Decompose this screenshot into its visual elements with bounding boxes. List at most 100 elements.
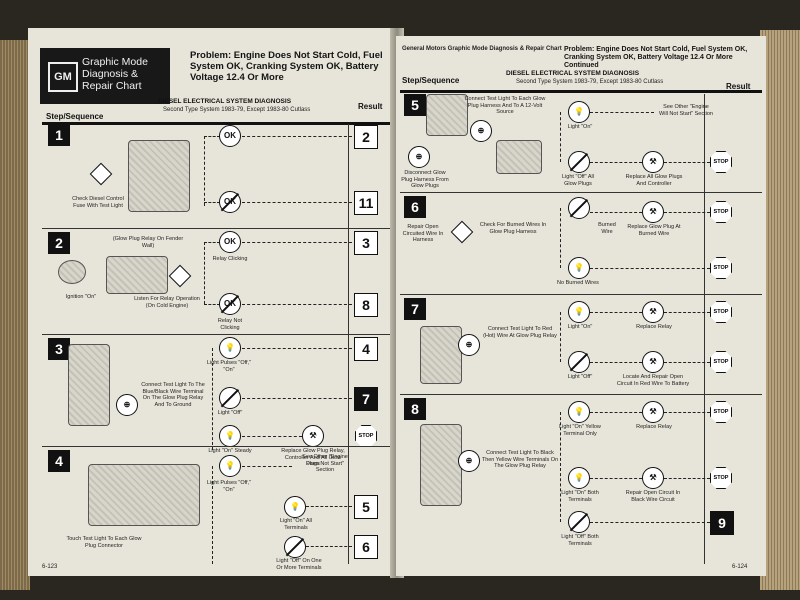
result-label: Light "On" Both Terminals [561, 490, 599, 503]
step-number: 5 [404, 94, 426, 116]
page-number: 6-123 [42, 564, 58, 570]
light-off-icon [219, 387, 241, 409]
col-step-heading: Step/Sequence [402, 76, 460, 85]
relay-illustration [420, 326, 462, 384]
result-line [242, 136, 352, 137]
check-diamond-icon [89, 162, 113, 186]
result-label: Repair Open Circuit In Black Wire Circui… [625, 490, 681, 503]
result-label: Replace Relay [636, 424, 672, 430]
result-label: Relay Clicking [212, 256, 248, 262]
col-step-heading: Step/Sequence [46, 112, 104, 121]
result-line [590, 412, 642, 413]
result-label: Light "On" Yellow Terminal Only [559, 424, 601, 437]
result-line [306, 506, 352, 507]
branch-line [204, 242, 220, 243]
not-ok-result-icon: OK [219, 293, 241, 315]
result-label: Replace Relay [636, 324, 672, 330]
gm-logo-block: GM Graphic Mode Diagnosis & Repair Chart [40, 48, 170, 104]
stop-sign-icon: STOP [355, 425, 377, 447]
ignition-switch-illustration [58, 260, 86, 284]
burned-wire-icon [568, 197, 590, 219]
stop-sign-icon: STOP [710, 151, 732, 173]
light-bulb-icon: 💡 [568, 257, 590, 279]
book-page-edges-left [0, 40, 30, 590]
result-line [242, 466, 292, 467]
header-rule [400, 90, 762, 93]
result-column-divider [704, 94, 705, 564]
branch-connector [212, 348, 213, 450]
result-line [590, 212, 642, 213]
fuse-panel-illustration [128, 140, 190, 212]
test-light-icon: ⊕ [458, 334, 480, 356]
result-label: Light "Off" All Glow Plugs [562, 174, 594, 187]
branch-connector [560, 412, 561, 522]
light-bulb-icon: 💡 [568, 467, 590, 489]
repair-wrench-icon: ⚒ [642, 467, 664, 489]
book-page-edges-right [760, 30, 800, 590]
diagnosis-subtitle: Second Type System 1983-79, Except 1983-… [163, 107, 311, 113]
result-line [590, 478, 642, 479]
goto-step-box: 5 [354, 495, 378, 519]
result-line [590, 112, 654, 113]
light-bulb-icon: 💡 [284, 496, 306, 518]
result-label: Light "On" Steady [208, 448, 252, 454]
harness-illustration [426, 94, 468, 136]
problem-statement: Problem: Engine Does Not Start Cold, Fue… [564, 46, 748, 69]
result-line [664, 478, 710, 479]
test-light-illustration [68, 344, 110, 426]
col-result-heading: Result [726, 82, 751, 91]
relay-terminal-illustration [420, 424, 462, 506]
result-line [306, 546, 352, 547]
branch-connector [212, 466, 213, 564]
header-rule [42, 122, 390, 125]
result-line [242, 242, 352, 243]
step-number: 2 [48, 232, 70, 254]
step-number: 7 [404, 298, 426, 320]
see-other-section: See Other "Engine Will Not Start" Sectio… [659, 104, 713, 117]
result-line [664, 212, 710, 213]
result-label: Light "On" [567, 324, 593, 330]
goto-step-box: 8 [354, 293, 378, 317]
light-off-icon [568, 511, 590, 533]
branch-line [204, 304, 220, 305]
stop-sign-icon: STOP [710, 201, 732, 223]
replace-wrench-icon: ⚒ [642, 151, 664, 173]
goto-step-box: 11 [354, 191, 378, 215]
light-bulb-icon: 💡 [219, 425, 241, 447]
result-label: Burned Wire [598, 222, 616, 235]
page-header: General Motors Graphic Mode Diagnosis & … [402, 46, 562, 52]
test-light-icon: ⊕ [408, 146, 430, 168]
light-off-icon [284, 536, 306, 558]
test-light-icon: ⊕ [470, 120, 492, 142]
goto-step-box: 6 [354, 535, 378, 559]
diagnosis-subtitle: Second Type System 1983-79, Except 1983-… [516, 79, 664, 85]
result-label: Light "Off" [217, 410, 243, 416]
step-number: 8 [404, 398, 426, 420]
result-line [590, 162, 642, 163]
step-action: Connect Test Light To The Blue/Black Wir… [141, 382, 205, 408]
result-line [242, 202, 352, 203]
step-divider [42, 446, 390, 447]
light-bulb-icon: 💡 [568, 401, 590, 423]
branch-line [204, 136, 220, 137]
logo-title: Graphic Mode Diagnosis & Repair Chart [82, 56, 148, 92]
ok-result-icon: OK [219, 125, 241, 147]
step-divider [400, 394, 762, 395]
light-bulb-icon: 💡 [568, 301, 590, 323]
result-line [242, 436, 302, 437]
step-action: Check For Burned Wires In Glow Plug Harn… [479, 222, 547, 235]
check-diamond-icon [450, 220, 474, 244]
result-label: Light "On" All Terminals [279, 518, 313, 531]
diagnosis-title: DIESEL ELECTRICAL SYSTEM DIAGNOSIS [158, 98, 292, 105]
result-line [590, 362, 642, 363]
light-bulb-icon: 💡 [219, 337, 241, 359]
branch-connector [560, 312, 561, 362]
step-number: 3 [48, 338, 70, 360]
step-sub-action: Repair Open Circuited Wire In Harness [402, 224, 444, 243]
stop-sign-icon: STOP [710, 257, 732, 279]
result-column-divider [348, 124, 349, 564]
test-light-icon: ⊕ [116, 394, 138, 416]
result-line [242, 398, 352, 399]
result-label: Replace All Glow Plugs And Controller [625, 174, 683, 187]
battery-illustration [496, 140, 542, 174]
